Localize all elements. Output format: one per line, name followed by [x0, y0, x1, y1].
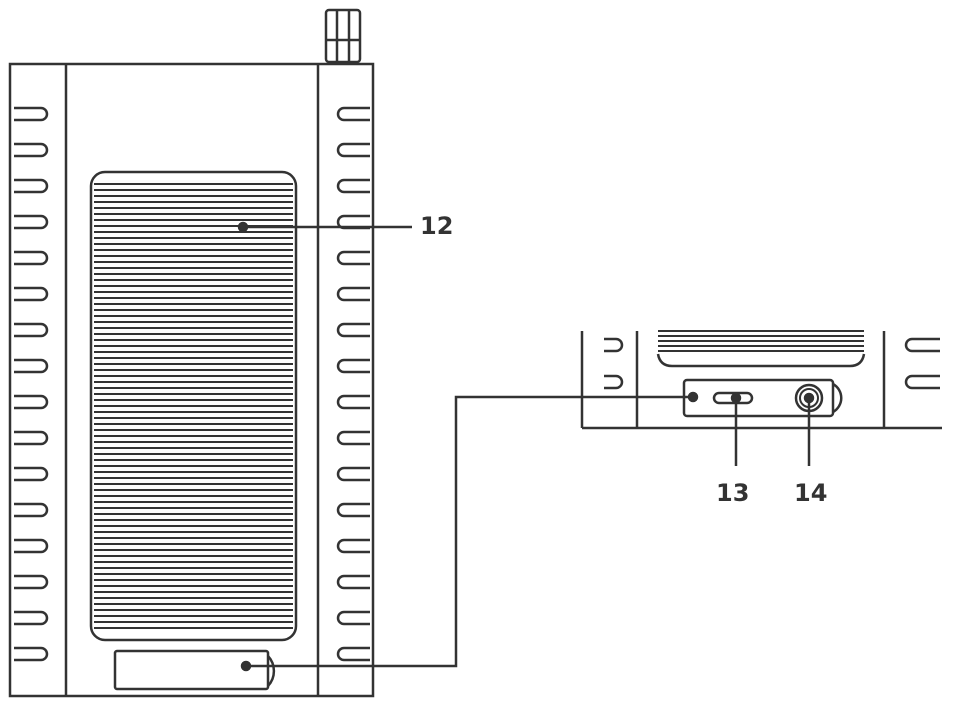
vent-slot: [336, 538, 370, 554]
vent-slot: [14, 394, 49, 410]
vent-slot: [336, 574, 370, 590]
vent-slot: [14, 286, 49, 302]
leader-dot-port-b: [687, 391, 699, 403]
vent-slot: [336, 358, 370, 374]
vent-slot: [14, 214, 49, 230]
leader-dot-12: [237, 221, 249, 233]
port-cover-icon: [113, 649, 276, 691]
vent-slot: [336, 646, 370, 662]
vent-slot: [14, 358, 49, 374]
leader-dot-14: [803, 392, 815, 404]
vent-slot: [14, 178, 49, 194]
vent-slot: [336, 610, 370, 626]
callout-12-heatsink: 12: [420, 212, 454, 240]
device-body: [8, 62, 375, 698]
vent-slot: [14, 250, 49, 266]
vent-slot: [14, 322, 49, 338]
vent-slot: [14, 142, 49, 158]
vent-slot: [336, 142, 370, 158]
vent-slot: [336, 322, 370, 338]
vent-slot: [336, 502, 370, 518]
vent-slot: [14, 574, 49, 590]
vent-slot: [14, 466, 49, 482]
callout-14-audio-jack: 14: [794, 479, 828, 507]
vent-slot: [14, 502, 49, 518]
vent-slot: [336, 250, 370, 266]
right-vent-slots: [336, 106, 370, 662]
vent-slot: [336, 430, 370, 446]
left-vent-slots: [14, 106, 49, 662]
vent-grille-icon: [89, 170, 298, 642]
usb-port-icon: [712, 391, 754, 405]
leader-dot-port-a: [240, 660, 252, 672]
vent-slot: [14, 610, 49, 626]
vent-slot: [336, 178, 370, 194]
vent-slot: [14, 430, 49, 446]
main-unit: [8, 8, 375, 698]
vent-slot: [336, 286, 370, 302]
vent-slot: [14, 538, 49, 554]
vent-slot: [336, 466, 370, 482]
leader-line-port: [246, 395, 693, 668]
vent-slot: [14, 646, 49, 662]
vent-slot: [14, 106, 49, 122]
antenna-icon: [324, 8, 362, 64]
leader-lines: [237, 221, 815, 672]
bottom-detail-view: [580, 330, 942, 430]
vent-slot: [336, 106, 370, 122]
leader-dot-13: [730, 392, 742, 404]
callout-13-usb-port: 13: [716, 479, 750, 507]
vent-slot: [336, 394, 370, 410]
